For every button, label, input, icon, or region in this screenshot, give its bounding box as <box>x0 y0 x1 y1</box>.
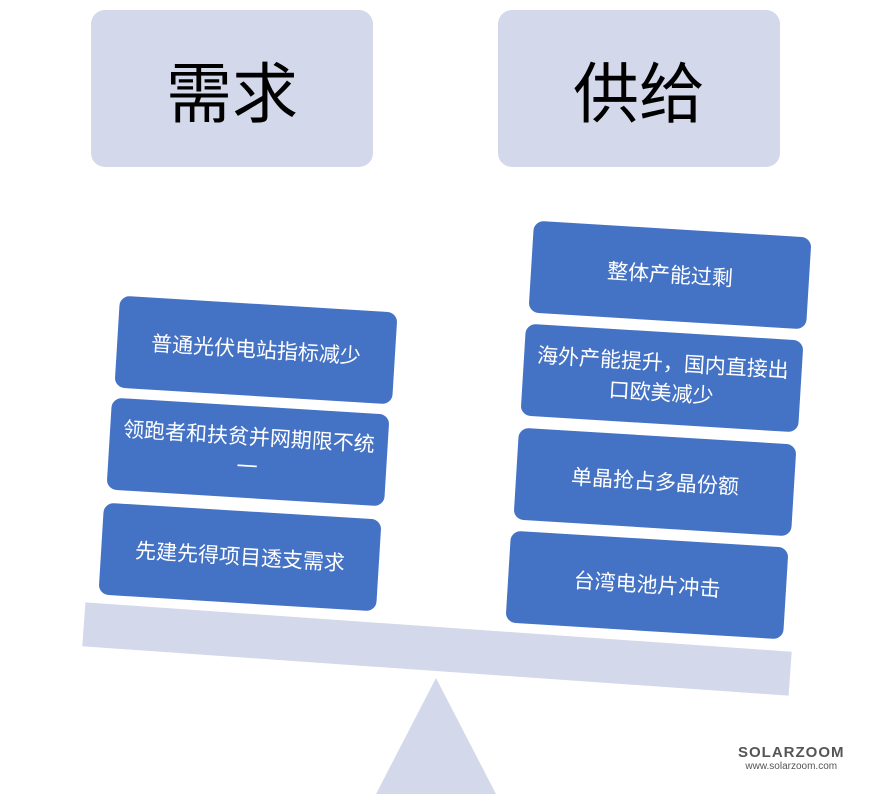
solarzoom-logo: SOLARZOOM www.solarzoom.com <box>738 744 845 772</box>
supply-item: 单晶抢占多晶份额 <box>513 427 797 537</box>
supply-item: 海外产能提升，国内直接出口欧美减少 <box>520 323 804 433</box>
supply-item: 整体产能过剩 <box>528 220 812 330</box>
demand-item: 先建先得项目透支需求 <box>98 502 382 612</box>
logo-name: SOLARZOOM <box>738 744 845 761</box>
fulcrum-triangle <box>375 678 497 794</box>
logo-url: www.solarzoom.com <box>745 761 838 772</box>
supply-item: 台湾电池片冲击 <box>505 530 789 640</box>
demand-header: 需求 <box>91 10 373 167</box>
demand-item: 普通光伏电站指标减少 <box>114 295 398 405</box>
demand-item: 领跑者和扶贫并网期限不统一 <box>106 397 390 507</box>
supply-header: 供给 <box>498 10 780 167</box>
